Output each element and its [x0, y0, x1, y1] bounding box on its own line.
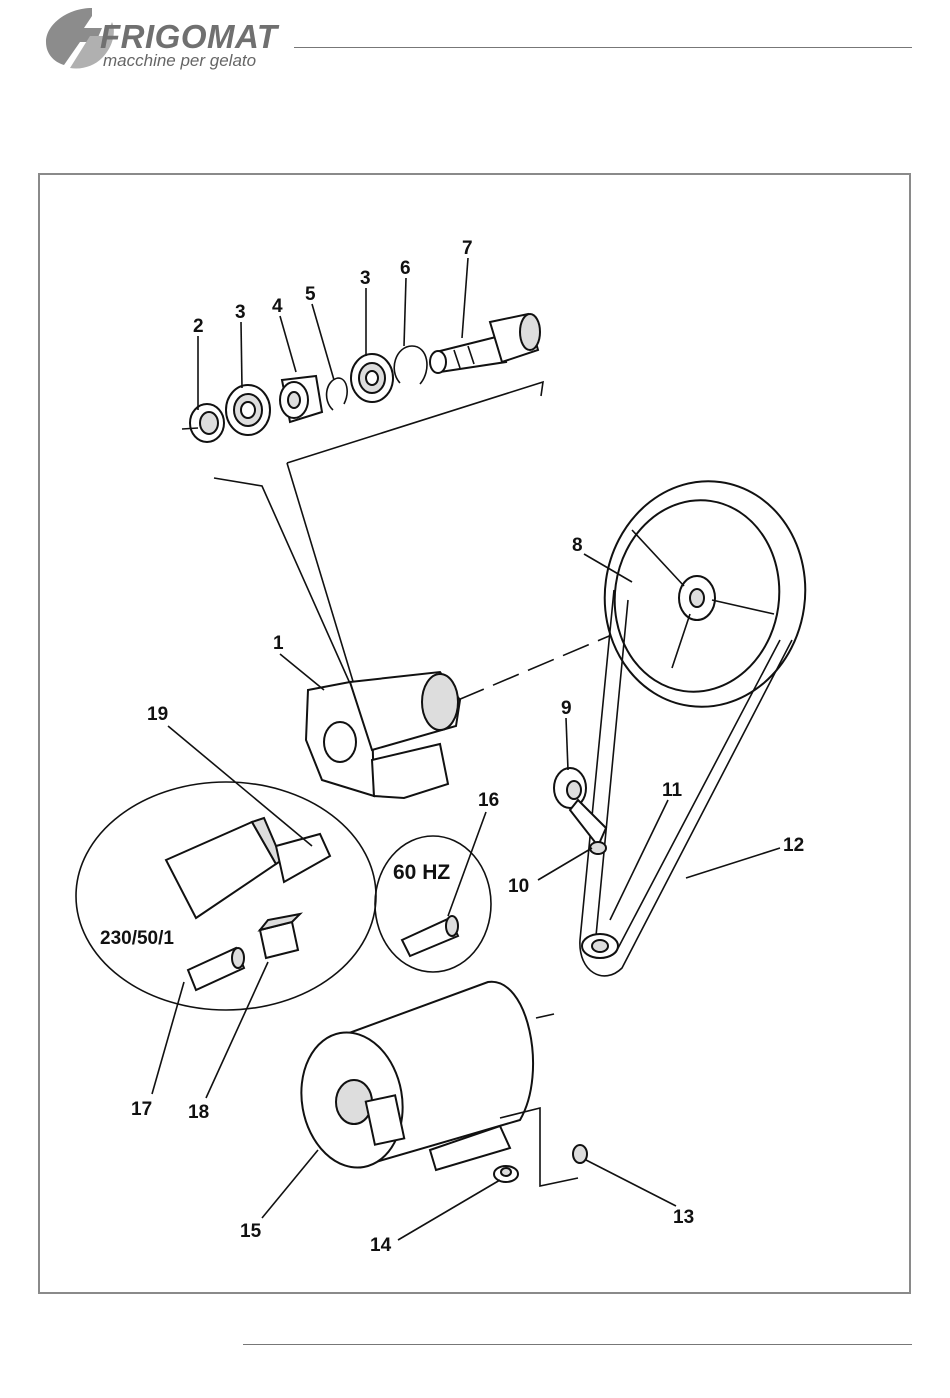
callout-12: 12 — [783, 835, 804, 856]
part-3-bearing-right — [351, 354, 393, 402]
footer-divider — [243, 1344, 912, 1345]
callout-19: 19 — [147, 704, 168, 725]
callout-2: 2 — [193, 316, 204, 337]
callout-6: 6 — [400, 258, 411, 279]
part-6-snap-ring — [394, 346, 427, 384]
part-14-antivibration-mount — [494, 1166, 518, 1182]
callout-15: 15 — [240, 1221, 262, 1242]
callout-16: 16 — [478, 790, 499, 811]
part-17-relay-capacitor — [188, 948, 244, 990]
callout-17: 17 — [131, 1099, 152, 1120]
callout-8: 8 — [572, 535, 583, 556]
callout-3b: 3 — [360, 268, 371, 289]
callout-7: 7 — [462, 238, 473, 259]
callout-5: 5 — [305, 284, 316, 305]
part-16-capacitor — [402, 916, 458, 956]
part-10-screw — [590, 842, 606, 854]
motor-pulley — [582, 934, 618, 958]
part-8-pulley — [590, 468, 820, 720]
label-single-phase: 230/50/1 — [100, 928, 174, 949]
part-5-circlip — [327, 378, 348, 410]
part-19-capacitor — [166, 818, 330, 918]
callout-11: 11 — [662, 780, 683, 801]
callout-1: 1 — [273, 633, 284, 654]
callout-9: 9 — [561, 698, 572, 719]
callout-4: 4 — [272, 296, 283, 317]
part-13-nut — [573, 1145, 587, 1163]
part-2-seal — [182, 404, 224, 442]
part-7-shaft — [430, 314, 540, 373]
part-4-spacer — [280, 376, 322, 422]
bearing-assembly — [182, 314, 543, 688]
callout-3a: 3 — [235, 302, 246, 323]
part-15-motor — [291, 982, 578, 1186]
callout-10: 10 — [508, 876, 529, 897]
part-3-bearing-left — [226, 385, 270, 435]
frequency-option-group — [375, 836, 491, 972]
part-18-relay — [260, 914, 300, 958]
callout-13: 13 — [673, 1207, 694, 1228]
capacitor-option-group — [76, 782, 376, 1010]
callout-14: 14 — [370, 1235, 392, 1256]
part-9-tensioner-roller — [554, 768, 606, 846]
callout-18: 18 — [188, 1102, 209, 1123]
label-60hz: 60 HZ — [393, 861, 450, 884]
